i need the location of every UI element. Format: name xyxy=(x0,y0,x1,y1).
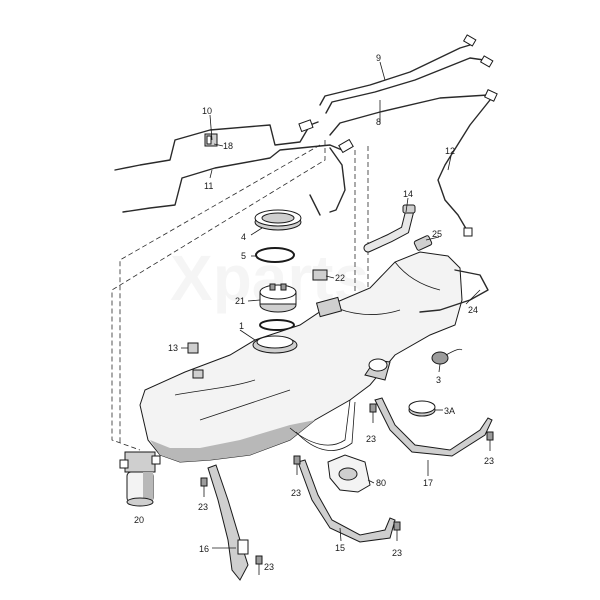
vent-line[interactable] xyxy=(309,147,346,216)
vent-line-24[interactable] xyxy=(419,269,489,313)
callout-5: 5 xyxy=(241,251,246,261)
callout-23-b: 23 xyxy=(264,562,274,572)
callout-10: 10 xyxy=(202,106,212,116)
bolt-23-e[interactable] xyxy=(369,403,377,423)
clip-18[interactable] xyxy=(204,133,218,147)
callout-25: 25 xyxy=(432,229,442,239)
callout-3: 3 xyxy=(436,375,441,385)
callout-24: 24 xyxy=(468,305,478,315)
bolt-23-f[interactable] xyxy=(486,431,494,451)
fuel-line-11[interactable] xyxy=(122,138,354,213)
callout-23-e: 23 xyxy=(366,434,376,444)
callout-23-a: 23 xyxy=(198,502,208,512)
bolt-23-b[interactable] xyxy=(255,555,263,575)
filler-cap-3[interactable] xyxy=(431,348,463,365)
cover-80[interactable] xyxy=(327,454,371,493)
callout-1: 1 xyxy=(239,321,244,331)
callout-23-d: 23 xyxy=(392,548,402,558)
fuel-line-9[interactable] xyxy=(319,34,494,114)
leader-lines xyxy=(181,61,481,549)
callout-23-c: 23 xyxy=(291,488,301,498)
clamp-25[interactable] xyxy=(413,235,433,251)
clamp-3a[interactable] xyxy=(408,400,436,417)
seal-5[interactable] xyxy=(255,247,295,263)
fuel-level-sender-21[interactable] xyxy=(259,283,297,331)
fuel-line-12[interactable] xyxy=(437,99,491,237)
callout-13: 13 xyxy=(168,343,178,353)
callout-14: 14 xyxy=(403,189,413,199)
bolt-23-a[interactable] xyxy=(200,477,208,497)
fuel-filter-20[interactable] xyxy=(119,451,161,507)
fuel-line-10[interactable] xyxy=(114,119,319,171)
callout-12: 12 xyxy=(445,146,455,156)
clip-22[interactable] xyxy=(312,269,328,281)
filler-hose-14[interactable] xyxy=(363,204,416,253)
tank-strap-16[interactable] xyxy=(207,464,249,581)
callout-80: 80 xyxy=(376,478,386,488)
callout-18: 18 xyxy=(223,141,233,151)
tank-strap-15[interactable] xyxy=(297,459,396,543)
callout-22: 22 xyxy=(335,273,345,283)
callout-3a: 3A xyxy=(444,406,455,416)
callout-11: 11 xyxy=(204,181,213,191)
callout-23-f: 23 xyxy=(484,456,494,466)
callout-20: 20 xyxy=(134,515,144,525)
callout-labels: 1 3 3A 4 5 8 9 10 11 12 13 14 15 16 17 1… xyxy=(134,53,494,572)
callout-17: 17 xyxy=(423,478,433,488)
callout-15: 15 xyxy=(335,543,345,553)
tank-strap-17[interactable] xyxy=(374,397,493,457)
callout-21: 21 xyxy=(235,296,245,306)
bolt-23-c[interactable] xyxy=(293,455,301,475)
callout-4: 4 xyxy=(241,232,246,242)
lock-ring-4[interactable] xyxy=(254,209,302,231)
fuel-tank-1[interactable] xyxy=(139,251,463,463)
bolt-23-d[interactable] xyxy=(393,521,401,541)
callout-9: 9 xyxy=(376,53,381,63)
callout-8: 8 xyxy=(376,117,381,127)
callout-16: 16 xyxy=(199,544,209,554)
